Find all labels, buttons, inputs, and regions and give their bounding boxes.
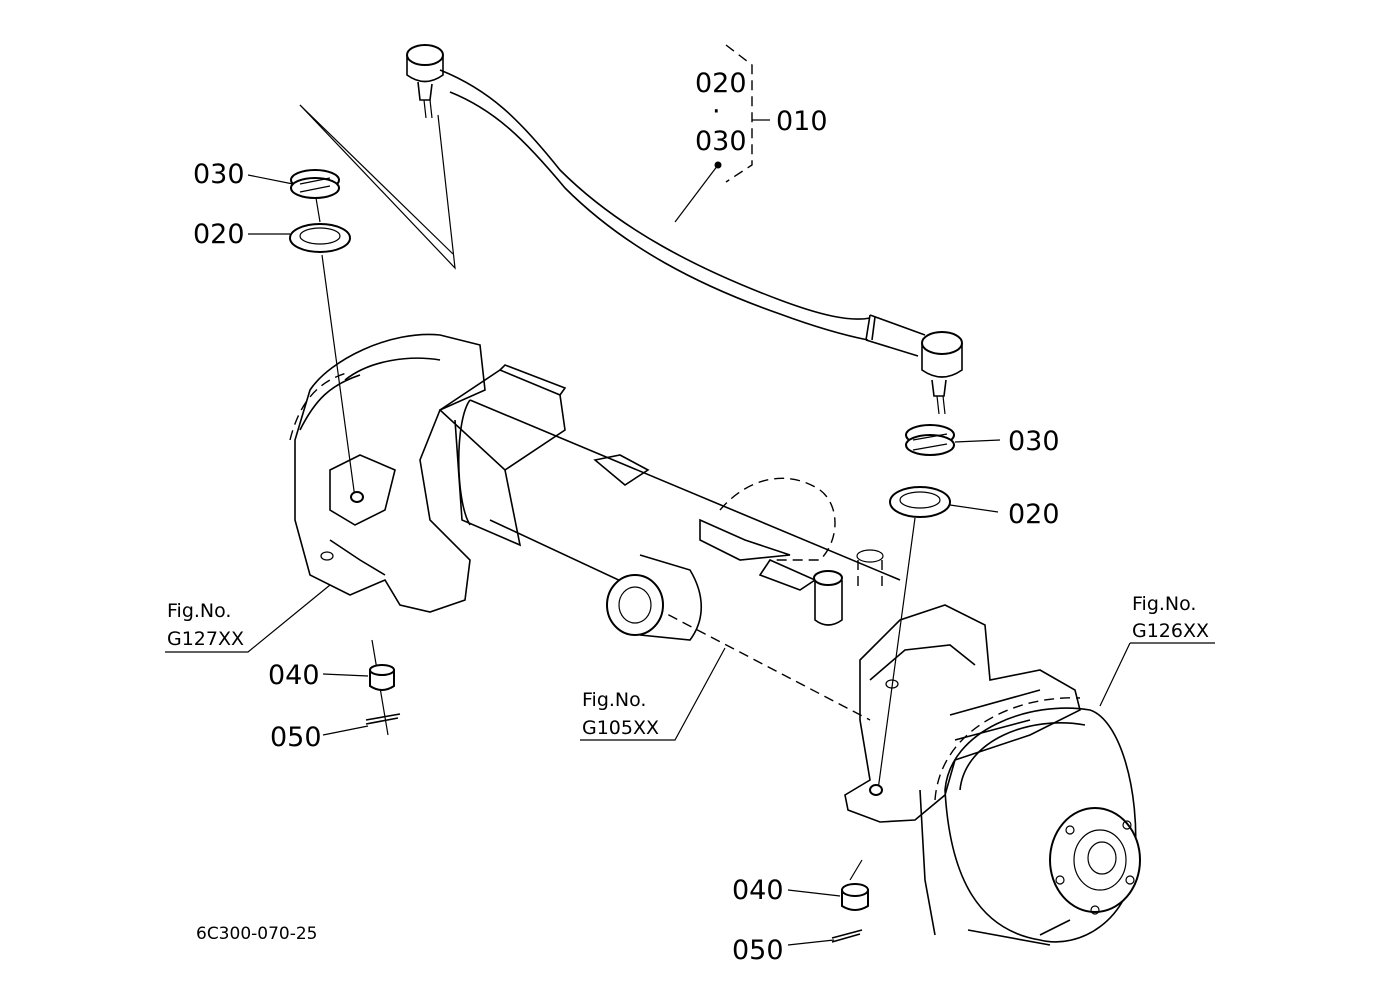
right-seal-parts bbox=[849, 424, 1001, 881]
assembly-bracket bbox=[674, 44, 770, 223]
right-castle-nut bbox=[787, 883, 869, 911]
drawing-code: 6C300-070-25 bbox=[196, 924, 317, 944]
fig-ref-left-caption: Fig.No. bbox=[167, 600, 231, 622]
fig-ref-right-number: G126XX bbox=[1132, 620, 1209, 642]
callout-dot: · bbox=[712, 96, 721, 127]
tie-rod-assembly bbox=[299, 44, 963, 415]
callout-020-right: 020 bbox=[1008, 499, 1060, 530]
fig-ref-center-number: G105XX bbox=[582, 717, 659, 739]
right-cotter-pin bbox=[787, 929, 863, 946]
fig-ref-left-number: G127XX bbox=[167, 628, 244, 650]
callout-040-right: 040 bbox=[732, 875, 784, 906]
callout-010: 010 bbox=[776, 106, 828, 137]
left-cotter-pin bbox=[322, 713, 401, 736]
figure-ref-leaders bbox=[165, 584, 1215, 741]
left-seal-parts bbox=[247, 169, 389, 736]
callout-040-left: 040 bbox=[268, 660, 320, 691]
callout-030-left: 030 bbox=[193, 159, 245, 190]
callout-020-upper: 020 bbox=[695, 68, 747, 99]
left-castle-nut bbox=[322, 664, 395, 691]
callout-030-right: 030 bbox=[1008, 426, 1060, 457]
callout-050-left: 050 bbox=[270, 722, 322, 753]
callout-020-left: 020 bbox=[193, 219, 245, 250]
callout-030-upper: 030 bbox=[695, 126, 747, 157]
fig-ref-center-caption: Fig.No. bbox=[582, 689, 646, 711]
fig-ref-right-caption: Fig.No. bbox=[1132, 593, 1196, 615]
callout-050-right: 050 bbox=[732, 935, 784, 966]
front-axle-housing bbox=[289, 333, 1141, 946]
